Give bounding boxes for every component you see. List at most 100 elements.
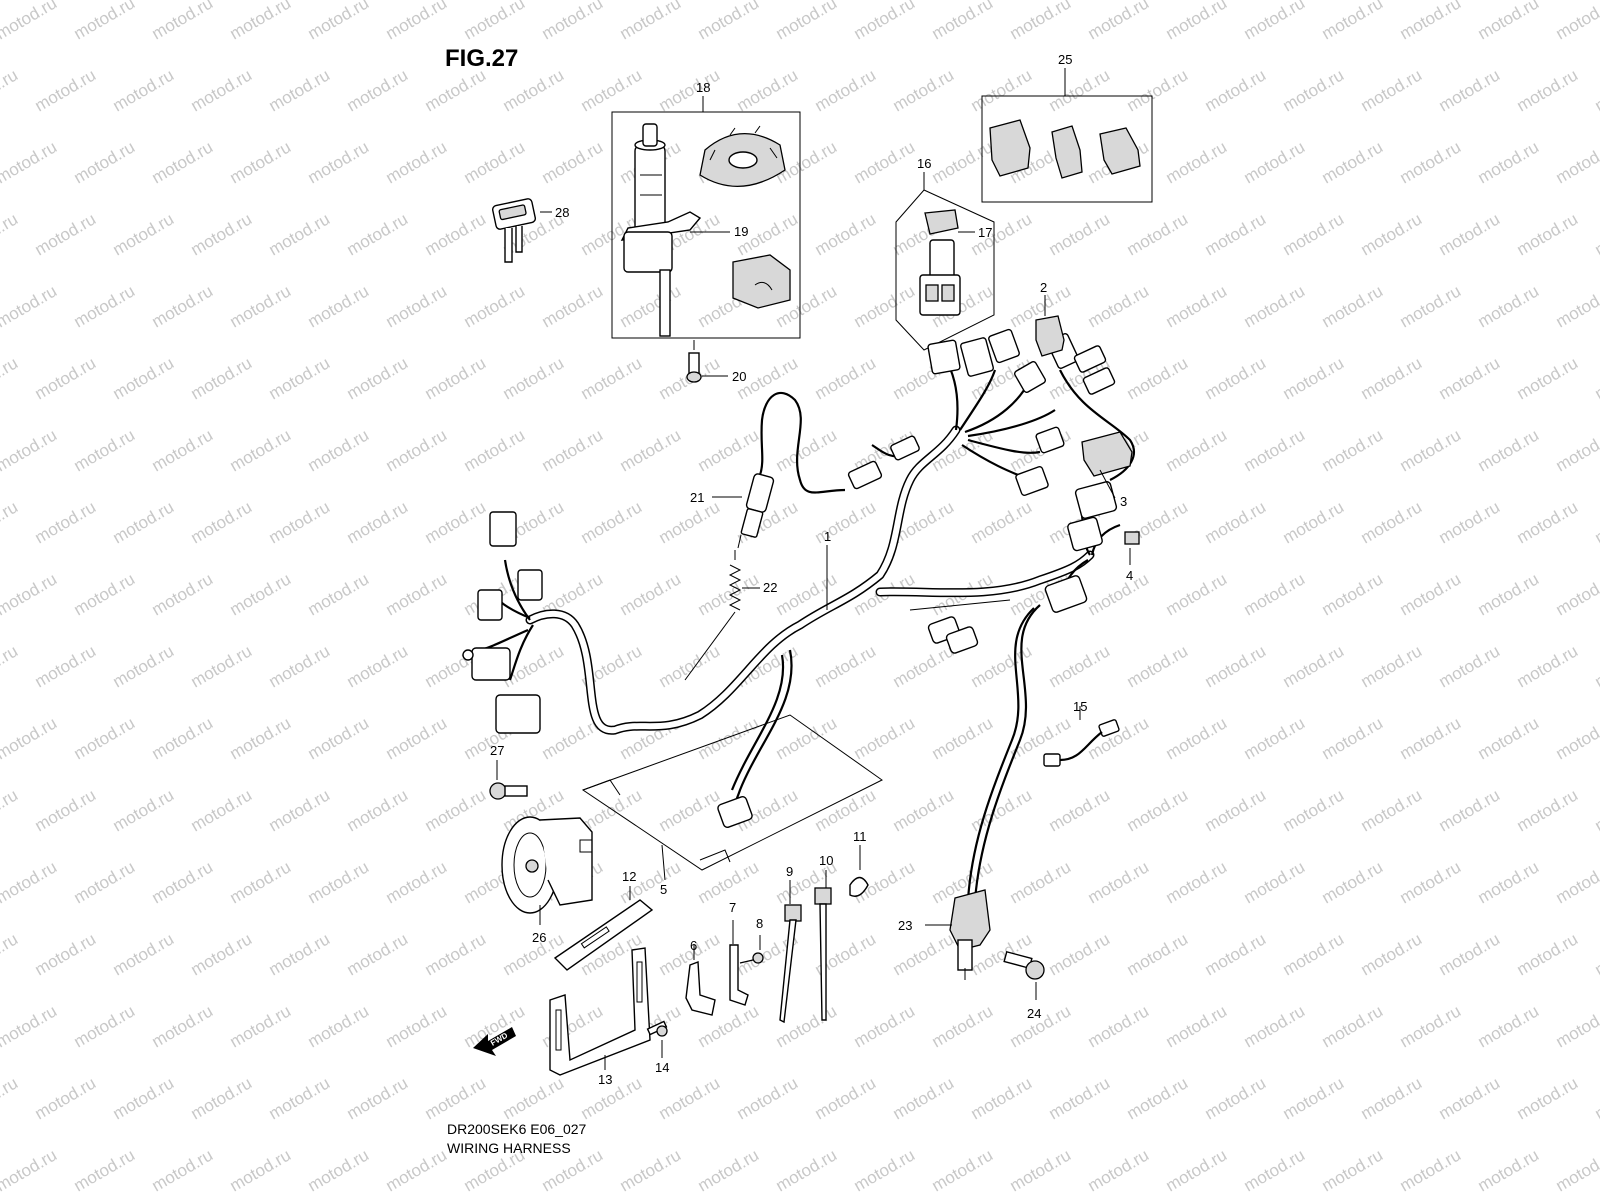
spring-22[interactable] <box>684 550 760 681</box>
callout-14: 14 <box>655 1060 669 1075</box>
watermark-text: motod.ru <box>266 1073 334 1123</box>
main-wiring-harness[interactable] <box>479 367 1136 901</box>
watermark-text: motod.ru <box>1280 353 1348 403</box>
watermark-text: motod.ru <box>1475 0 1543 43</box>
ignition-switch-set-box[interactable] <box>611 96 801 339</box>
watermark-text: motod.ru <box>851 1145 919 1195</box>
watermark-text: motod.ru <box>1553 137 1600 187</box>
callout-7: 7 <box>729 900 736 915</box>
screw-8[interactable] <box>739 935 764 964</box>
protector-sheet-5[interactable] <box>581 714 883 881</box>
watermark-text: motod.ru <box>1202 641 1270 691</box>
watermark-text: motod.ru <box>1046 641 1114 691</box>
callout-1: 1 <box>824 529 831 544</box>
watermark-text: motod.ru <box>1124 641 1192 691</box>
watermark-text: motod.ru <box>695 569 763 619</box>
harness-connectors <box>462 315 1140 828</box>
watermark-text: motod.ru <box>0 785 21 835</box>
watermark-text: motod.ru <box>1358 929 1426 979</box>
watermark-text: motod.ru <box>1358 497 1426 547</box>
screw-14[interactable] <box>646 1020 668 1058</box>
watermark-text: motod.ru <box>383 281 451 331</box>
watermark-text: motod.ru <box>1592 785 1600 835</box>
watermark-text: motod.ru <box>1553 1145 1600 1195</box>
watermark-text: motod.ru <box>1319 569 1387 619</box>
watermark-text: motod.ru <box>1397 137 1465 187</box>
bolt-27[interactable] <box>489 760 528 800</box>
watermark-text: motod.ru <box>1553 0 1600 43</box>
clip-11[interactable] <box>849 845 869 897</box>
watermark-text: motod.ru <box>71 281 139 331</box>
ignition-key[interactable] <box>491 198 552 263</box>
watermark-text: motod.ru <box>305 0 373 43</box>
callout-28: 28 <box>555 205 569 220</box>
watermark-text: motod.ru <box>71 1145 139 1195</box>
watermark-text: motod.ru <box>1202 785 1270 835</box>
clamp-7[interactable] <box>729 920 749 1006</box>
watermark-text: motod.ru <box>1202 209 1270 259</box>
callout-18: 18 <box>696 80 710 95</box>
watermark-text: motod.ru <box>71 569 139 619</box>
switch-21[interactable] <box>712 473 775 549</box>
switch-16-group[interactable] <box>895 172 995 351</box>
watermark-text: motod.ru <box>422 209 490 259</box>
cable-tie-10[interactable] <box>814 870 832 1021</box>
watermark-text: motod.ru <box>1397 1001 1465 1051</box>
watermark-text: motod.ru <box>1553 281 1600 331</box>
callout-13: 13 <box>598 1072 612 1087</box>
cable-tie-9[interactable] <box>779 880 802 1024</box>
watermark-text: motod.ru <box>968 497 1036 547</box>
watermark-text: motod.ru <box>1319 713 1387 763</box>
watermark-text: motod.ru <box>149 137 217 187</box>
horn-26[interactable] <box>501 816 593 925</box>
watermark-text: motod.ru <box>617 569 685 619</box>
watermark-text: motod.ru <box>383 137 451 187</box>
watermark-text: motod.ru <box>1085 0 1153 43</box>
watermark-text: motod.ru <box>1241 1001 1309 1051</box>
watermark-text: motod.ru <box>812 497 880 547</box>
watermark-text: motod.ru <box>383 713 451 763</box>
bracket-12[interactable] <box>553 886 654 971</box>
watermark-text: motod.ru <box>734 65 802 115</box>
relay-caps-group[interactable] <box>981 68 1153 203</box>
watermark-text: motod.ru <box>1202 65 1270 115</box>
watermark-text: motod.ru <box>305 1145 373 1195</box>
watermark-text: motod.ru <box>1007 0 1075 43</box>
watermark-text: motod.ru <box>1592 929 1600 979</box>
watermark-text: motod.ru <box>1358 209 1426 259</box>
watermark-text: motod.ru <box>227 713 295 763</box>
clamp-6[interactable] <box>685 944 716 1016</box>
bolt-24[interactable] <box>1003 950 1045 1000</box>
watermark-text: motod.ru <box>0 281 60 331</box>
watermark-text: motod.ru <box>383 569 451 619</box>
watermark-text: motod.ru <box>1397 713 1465 763</box>
watermark-text: motod.ru <box>617 425 685 475</box>
callout-2: 2 <box>1040 280 1047 295</box>
bracket-13[interactable] <box>549 947 651 1076</box>
watermark-text: motod.ru <box>1358 641 1426 691</box>
watermark-text: motod.ru <box>188 1073 256 1123</box>
watermark-text: motod.ru <box>0 857 60 907</box>
sub-wire-15[interactable] <box>1043 706 1120 767</box>
watermark-text: motod.ru <box>1358 65 1426 115</box>
sensor-23[interactable] <box>925 889 991 980</box>
watermark-text: motod.ru <box>422 929 490 979</box>
watermark-text: motod.ru <box>1163 1001 1231 1051</box>
watermark-text: motod.ru <box>1475 137 1543 187</box>
watermark-text: motod.ru <box>1514 65 1582 115</box>
watermark-text: motod.ru <box>656 1073 724 1123</box>
watermark-text: motod.ru <box>149 281 217 331</box>
watermark-text: motod.ru <box>1397 569 1465 619</box>
watermark-text: motod.ru <box>188 497 256 547</box>
watermark-text: motod.ru <box>1163 1145 1231 1195</box>
screw-20[interactable] <box>686 340 728 383</box>
watermark-text: motod.ru <box>1475 569 1543 619</box>
watermark-text: motod.ru <box>32 65 100 115</box>
watermark-text: motod.ru <box>188 641 256 691</box>
watermark-text: motod.ru <box>0 1145 60 1195</box>
watermark-text: motod.ru <box>1592 1073 1600 1123</box>
watermark-text: motod.ru <box>32 209 100 259</box>
watermark-text: motod.ru <box>1319 1145 1387 1195</box>
watermark-text: motod.ru <box>71 425 139 475</box>
watermark-text: motod.ru <box>1475 713 1543 763</box>
